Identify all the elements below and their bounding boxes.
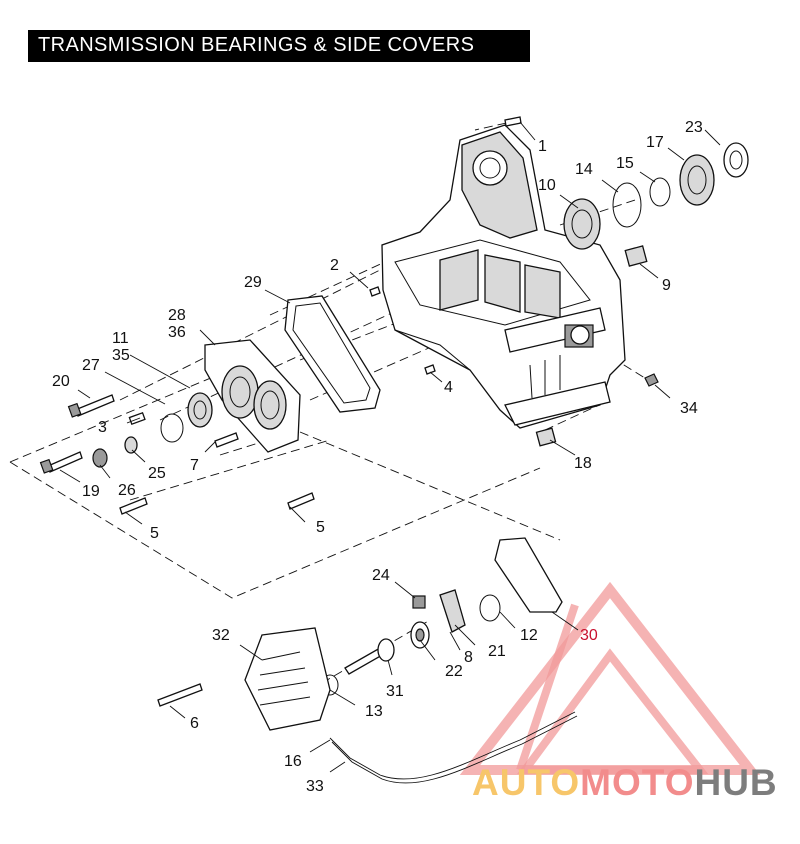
callout-35: 35 [112,347,130,364]
callout-3: 3 [98,419,107,436]
callout-5b: 5 [316,519,325,536]
cover-bearings [92,392,213,468]
leader-lines [59,121,721,773]
diagram-title: TRANSMISSION BEARINGS & SIDE COVERS [38,34,475,56]
callout-21: 21 [488,643,506,660]
callouts: 1 2 3 4 5 5 6 7 8 9 10 11 35 12 13 14 16… [52,119,703,795]
callout-7: 7 [190,457,199,474]
callout-32: 32 [212,627,230,644]
callout-18: 18 [574,455,592,472]
callout-23: 23 [685,119,703,136]
callout-36: 36 [168,324,186,341]
watermark-text: AUTOMOTOHUB [472,762,778,803]
callout-11: 11 [112,330,129,347]
callout-20: 20 [52,373,70,390]
watermark-logo [459,581,761,775]
transmission-case [381,124,626,429]
side-cover-plate [204,339,301,453]
shifter-assembly [244,537,578,784]
watermark-hub: HUB [694,762,777,803]
case-gasket [284,295,381,413]
callout-15: 15 [616,155,634,172]
callout-17: 17 [646,134,664,151]
callout-6: 6 [190,715,199,732]
callout-4: 4 [444,379,453,396]
callout-19: 19 [82,483,100,500]
callout-8: 8 [464,649,473,666]
callout-27: 27 [82,357,100,374]
watermark-moto: MOTO [580,762,694,803]
callout-25: 25 [148,465,166,482]
title-bar: TRANSMISSION BEARINGS & SIDE COVERS [28,30,530,62]
callout-9: 9 [662,277,671,294]
callout-2: 2 [330,257,339,274]
svg-text:AUTOMOTOHUB: AUTOMOTOHUB [472,762,778,803]
watermark-auto: AUTO [472,762,580,803]
callout-33: 33 [306,778,324,795]
callout-28: 28 [168,307,186,324]
callout-22: 22 [445,663,463,680]
callout-30: 30 [580,627,598,644]
callout-31: 31 [386,683,404,700]
callout-1: 1 [538,138,547,155]
callout-34: 34 [680,400,698,417]
callout-24: 24 [372,567,390,584]
callout-29: 29 [244,274,262,291]
callout-5a: 5 [150,525,159,542]
callout-10: 10 [538,177,556,194]
main-bearings [535,142,749,447]
callout-12: 12 [520,627,538,644]
callout-16: 16 [284,753,302,770]
callout-14: 14 [575,161,593,178]
callout-26: 26 [118,482,136,499]
bolts [39,116,659,707]
callout-13: 13 [365,703,383,720]
